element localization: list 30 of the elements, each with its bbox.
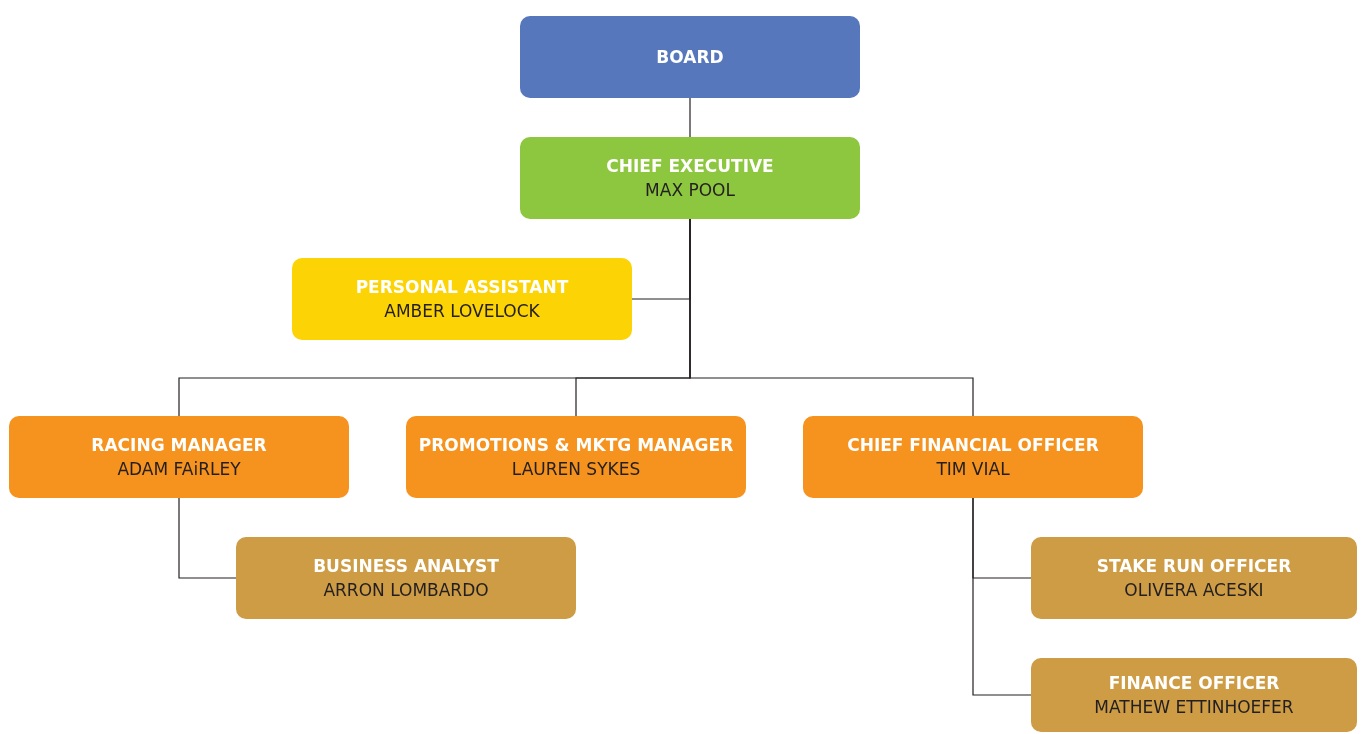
role-box xyxy=(292,258,632,340)
role-title: PERSONAL ASSISTANT xyxy=(355,276,569,299)
role-box xyxy=(520,16,860,98)
role-title: CHIEF FINANCIAL OFFICER xyxy=(847,434,1099,457)
role-box xyxy=(406,416,746,498)
person-name: OLIVERA ACESKI xyxy=(1124,579,1264,602)
role-title: STAKE RUN OFFICER xyxy=(1096,555,1292,578)
connector-line xyxy=(972,497,1032,696)
connector-line xyxy=(689,218,974,417)
connector-line xyxy=(689,97,691,138)
role-title: RACING MANAGER xyxy=(91,434,267,457)
person-name: MAX POOL xyxy=(645,179,735,202)
role-box xyxy=(1031,658,1357,732)
role-title: FINANCE OFFICER xyxy=(1108,672,1280,695)
person-name: AMBER LOVELOCK xyxy=(384,300,540,323)
role-title: BUSINESS ANALYST xyxy=(313,555,499,578)
role-box xyxy=(803,416,1143,498)
role-box xyxy=(236,537,576,619)
role-box xyxy=(520,137,860,219)
person-name: LAUREN SYKES xyxy=(511,458,641,481)
role-title: PROMOTIONS & MKTG MANAGER xyxy=(418,434,734,457)
role-title: BOARD xyxy=(656,46,724,69)
person-name: ARRON LOMBARDO xyxy=(323,579,489,602)
connector-line xyxy=(178,497,237,579)
person-name: ADAM FAiRLEY xyxy=(117,458,241,481)
person-name: TIM VIAL xyxy=(936,458,1010,481)
role-box xyxy=(9,416,349,498)
role-box xyxy=(1031,537,1357,619)
role-title: CHIEF EXECUTIVE xyxy=(606,155,774,178)
person-name: MATHEW ETTINHOEFER xyxy=(1094,696,1294,719)
